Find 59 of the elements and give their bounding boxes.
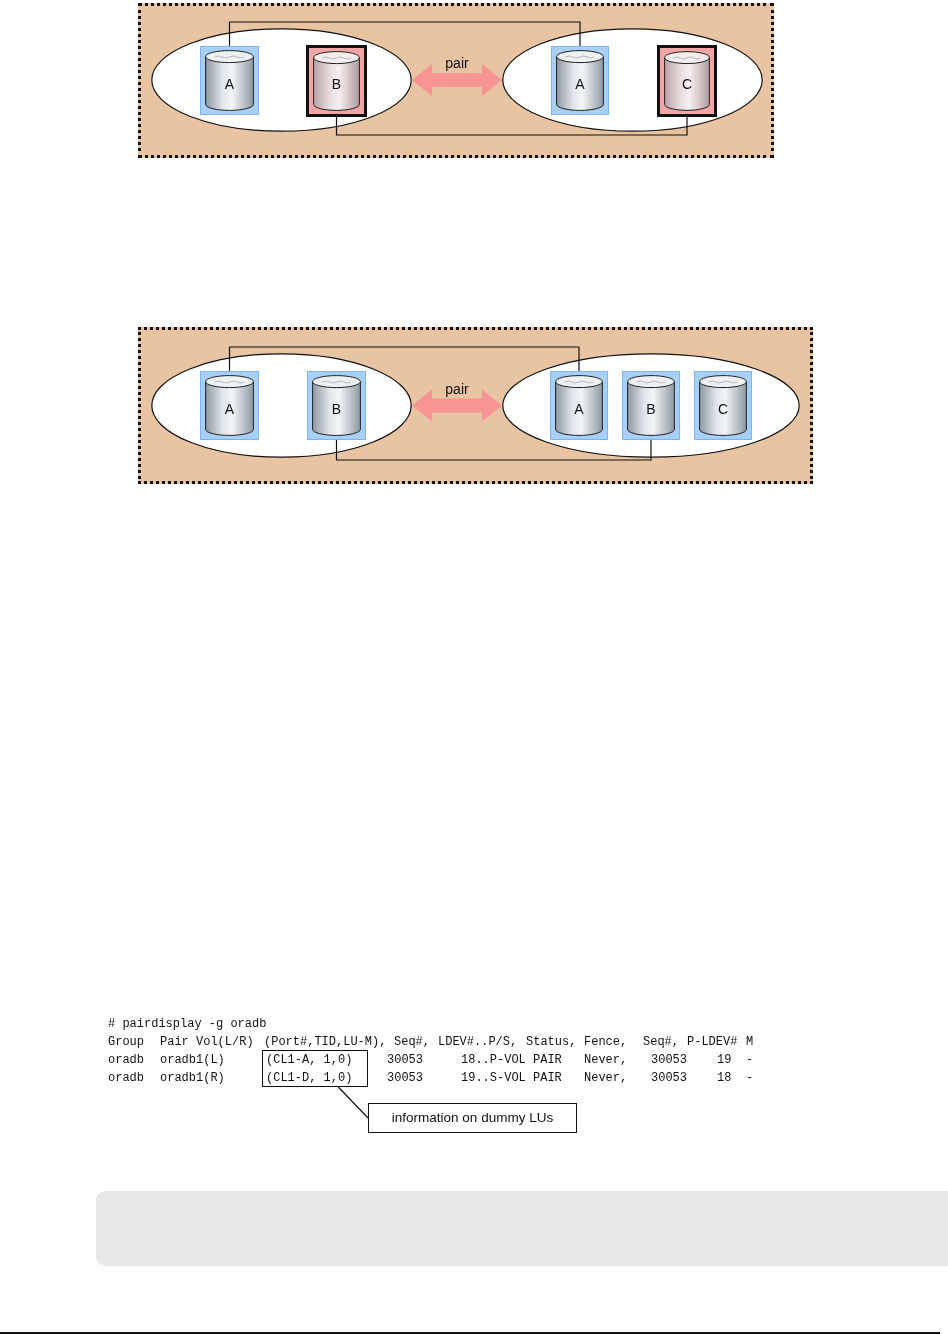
output-value: Never, [584, 1071, 628, 1085]
volume-label: B [645, 400, 657, 417]
output-value: 19..S-VOL [461, 1071, 526, 1085]
volume-label: B [330, 400, 343, 417]
selected-volume-box [306, 45, 367, 117]
volume-label: A [223, 400, 236, 417]
double-arrow [412, 64, 502, 96]
volume-label: B [330, 76, 343, 92]
highlight-frame [262, 1050, 368, 1087]
site-ellipse [151, 28, 412, 132]
column-header: Fence, [584, 1035, 628, 1049]
leader-line [337, 1086, 369, 1119]
site-ellipse [502, 28, 763, 132]
dotted-panel [138, 327, 813, 484]
output-value: (CL1-D, 1,0) [266, 1071, 353, 1085]
volume-label: A [223, 75, 236, 92]
output-value: - [746, 1053, 754, 1067]
volume-label: A [574, 75, 586, 92]
output-value: oradb1(L) [160, 1053, 225, 1067]
volume-label: C [716, 400, 730, 417]
output-value: 30053 [651, 1053, 687, 1067]
output-value: oradb1(R) [160, 1071, 225, 1085]
callout-box [368, 1103, 577, 1133]
connector-line [228, 346, 580, 372]
callout-text: information on dummy LUs [391, 1110, 554, 1126]
output-value: 30053 [387, 1053, 423, 1067]
column-header: Seq#, [394, 1035, 430, 1049]
connector-line [335, 116, 688, 136]
edge-label: pair [443, 55, 471, 71]
column-header: Pair Vol(L/R) [160, 1035, 254, 1049]
output-value: 19 [717, 1053, 732, 1067]
output-value: oradb [108, 1071, 144, 1085]
output-value: PAIR [533, 1053, 562, 1067]
output-value: 30053 [651, 1071, 687, 1085]
selected-volume-box [657, 45, 717, 117]
output-value: 30053 [387, 1071, 423, 1085]
double-arrow [412, 389, 502, 422]
column-header: P-LDEV# [687, 1035, 738, 1049]
output-value: Never, [584, 1053, 628, 1067]
column-header: Status, [526, 1035, 577, 1049]
output-value: oradb [108, 1053, 144, 1067]
column-header: (Port#,TID,LU-M), [264, 1035, 387, 1049]
column-header: Seq#, [643, 1035, 679, 1049]
site-ellipse [151, 353, 412, 458]
output-value: (CL1-A, 1,0) [266, 1053, 353, 1067]
column-header: LDEV#..P/S, [438, 1035, 518, 1049]
command-line: # pairdisplay -g oradb [108, 1017, 267, 1031]
volume-label: C [680, 76, 694, 92]
output-value: 18 [717, 1071, 732, 1085]
site-ellipse [502, 353, 800, 458]
output-value: PAIR [533, 1071, 562, 1085]
connector-line [228, 21, 581, 47]
column-header: M [746, 1035, 754, 1049]
column-header: Group [108, 1035, 144, 1049]
connector-line [335, 439, 652, 461]
output-value: 18..P-VOL [461, 1053, 526, 1067]
output-value: - [746, 1071, 754, 1085]
volume-label: A [573, 400, 585, 417]
dotted-panel [138, 3, 774, 158]
